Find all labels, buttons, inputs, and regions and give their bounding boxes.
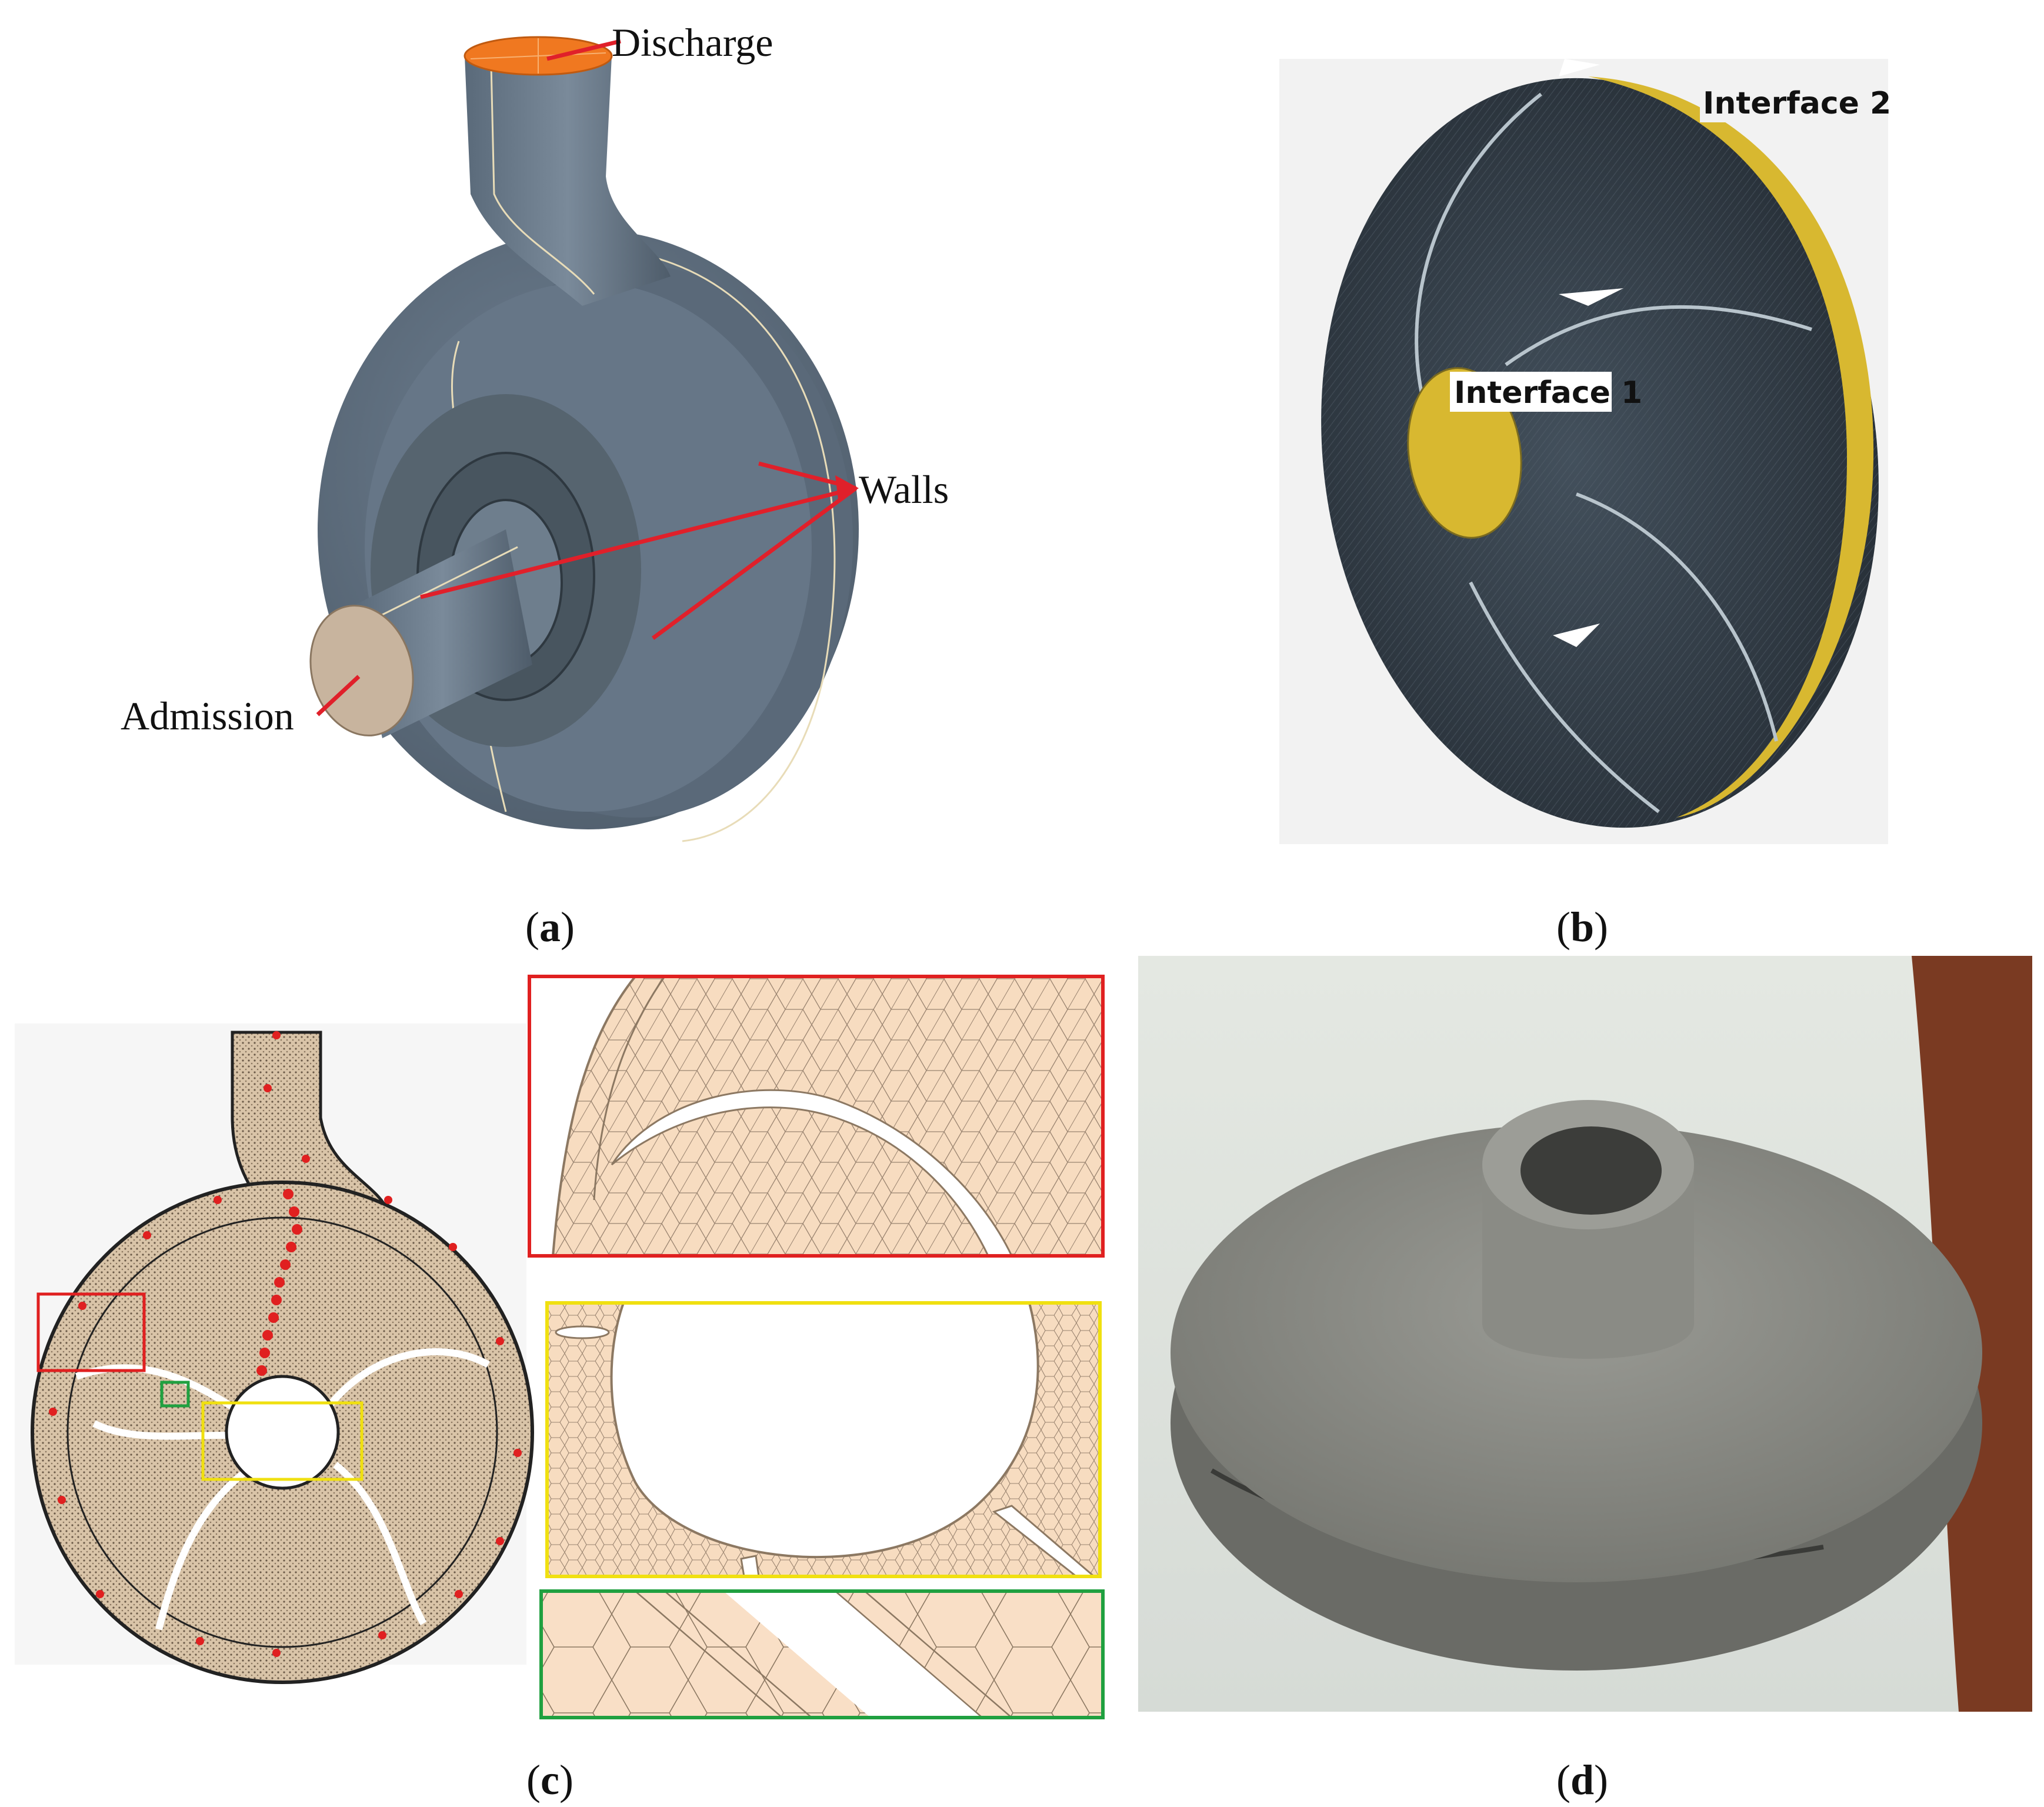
admission-face <box>309 605 414 736</box>
panel-c: (c) <box>15 975 1105 1803</box>
impeller-blade-gap-2 <box>1553 624 1600 647</box>
caption-d: (d) <box>1556 1756 1608 1803</box>
admission-seam <box>376 546 518 619</box>
discharge-label: Discharge <box>612 20 773 65</box>
discharge-pipe <box>465 56 671 306</box>
caption-a: (a) <box>525 904 575 951</box>
panel-b: Interface 1 Interface 2 (b) <box>1279 59 1891 951</box>
interface-1-label: Interface 1 <box>1454 375 1642 411</box>
zoom-panel-green <box>539 1589 1105 1719</box>
zoom-marker-green <box>160 1381 190 1408</box>
mesh-blade-2 <box>326 1348 490 1408</box>
interface-2-label-bg <box>1700 82 1868 122</box>
interface-2-label: Interface 2 <box>1703 86 1891 121</box>
walls-label: Walls <box>859 467 949 512</box>
caption-b: (b) <box>1556 904 1608 951</box>
impeller-blade-4 <box>1469 581 1660 814</box>
zoom-marker-red <box>36 1292 146 1372</box>
discharge-callout-line <box>546 39 621 61</box>
panel-a: Discharge Walls Admission (a) <box>121 20 949 951</box>
discharge-seam <box>490 64 595 295</box>
impeller-blade-3 <box>1575 492 1778 742</box>
mesh-blade-5 <box>92 1420 230 1440</box>
impeller-blade-2 <box>1505 305 1812 366</box>
impeller-blade-gap-1 <box>1559 288 1623 306</box>
mesh-blade-3 <box>333 1462 427 1625</box>
admission-label: Admission <box>121 694 294 738</box>
discharge-face-lines <box>470 38 606 74</box>
admission-callout-line <box>316 675 361 716</box>
caption-c: (c) <box>526 1756 573 1803</box>
mesh-blade-4 <box>155 1468 249 1631</box>
zoom-panel-yellow <box>545 1301 1102 1578</box>
printed-impeller-eye-hole <box>1521 1126 1662 1215</box>
zoom-marker-yellow <box>201 1401 364 1481</box>
walls-callout-line-2 <box>420 486 856 599</box>
zoom-panel-red <box>528 975 1105 1258</box>
mesh-domain-inner-ring <box>66 1216 498 1648</box>
monitor-points <box>49 1031 522 1657</box>
walls-arrowhead <box>835 475 859 500</box>
volute-seam <box>658 258 836 842</box>
interface-1-label-bg <box>1450 372 1612 412</box>
panel-d: (d) <box>1138 956 2032 1803</box>
walls-callout-line-3 <box>651 486 858 640</box>
impeller-blade-gap-3 <box>1559 59 1600 76</box>
mesh-hub-hole <box>225 1375 340 1490</box>
